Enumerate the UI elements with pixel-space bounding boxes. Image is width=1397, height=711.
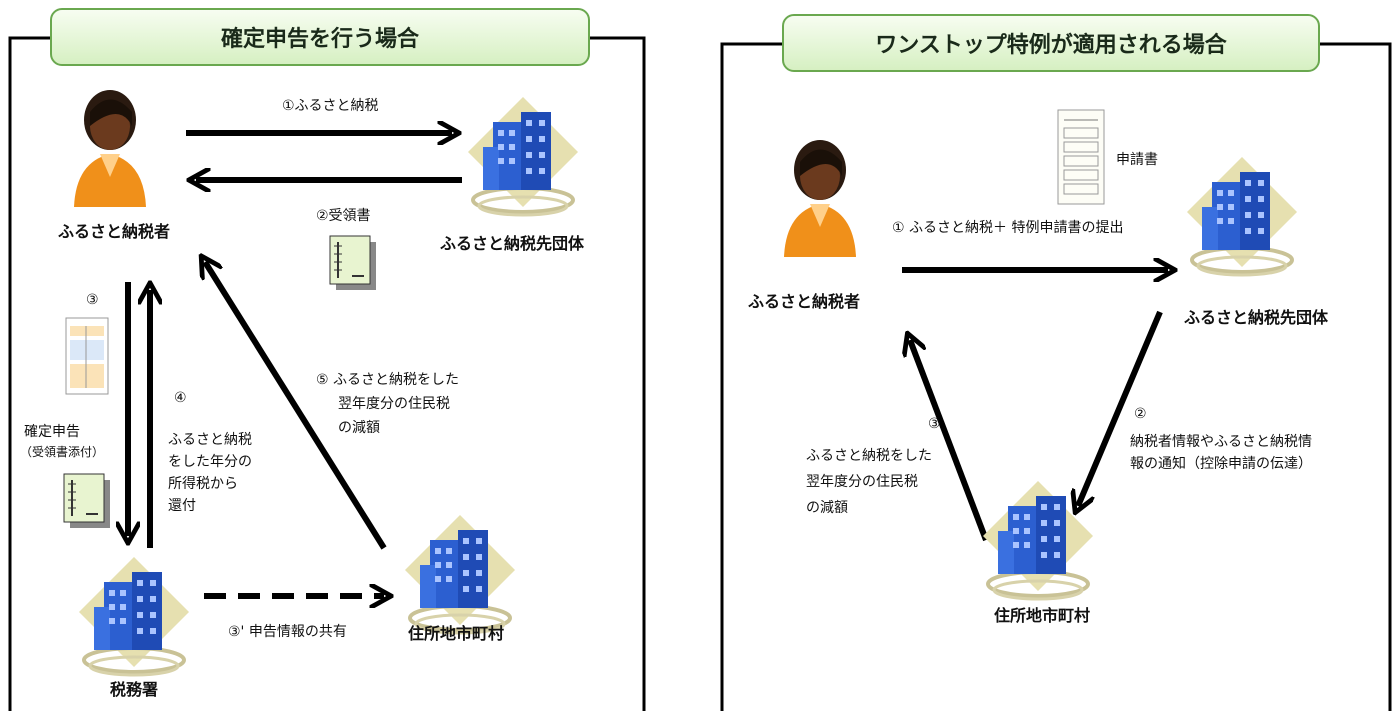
filing-receipt-document-icon: [63, 473, 111, 529]
step2-label: ②受領書: [316, 208, 371, 224]
step2-line-2-right: 報の通知（控除申請の伝達）: [1130, 456, 1312, 472]
taxpayer-label: ふるさと納税者: [58, 222, 171, 241]
step4-line-1: ふるさと納税: [168, 432, 252, 448]
step3-line-2-right: 翌年度分の住民税: [806, 474, 918, 490]
step1-label-right: ① ふるさと納税＋ 特例申請書の提出: [892, 220, 1124, 236]
step1-label: ①ふるさと納税: [282, 98, 379, 114]
step3-line-1: 確定申告: [24, 424, 80, 440]
tax-return-form-icon: [65, 317, 109, 395]
taxpayer-person-icon-right: [784, 140, 856, 257]
arrow-resident-tax-reduction: [205, 262, 387, 550]
step4-line-3: 所得税から: [168, 476, 238, 492]
step3b-label: ③' 申告情報の共有: [228, 624, 347, 640]
residence-city-label: 住所地市町村: [408, 624, 505, 643]
step5-line-1: ⑤ ふるさと納税をした: [316, 372, 460, 388]
tax-office-label: 税務署: [110, 680, 159, 699]
right-panel-title: ワンストップ特例が適用される場合: [782, 14, 1320, 72]
taxpayer-label-right: ふるさと納税者: [748, 292, 861, 311]
taxpayer-person-icon: [74, 90, 146, 207]
municipality-label-right: ふるさと納税先団体: [1184, 308, 1329, 327]
application-form-label: 申請書: [1116, 152, 1158, 168]
left-panel-title: 確定申告を行う場合: [50, 8, 590, 66]
step4-line-2: をした年分の: [168, 454, 252, 470]
step2-line-1-right: 納税者情報やふるさと納税情: [1130, 434, 1312, 450]
arrow-notification: [1078, 310, 1163, 506]
step5-line-2: 翌年度分の住民税: [338, 396, 450, 412]
municipality-building-icon: [466, 95, 580, 217]
arrow-resident-tax-reduction-right: [910, 340, 989, 542]
application-form-icon: [1057, 109, 1105, 205]
step3-line-3-right: の減額: [806, 500, 848, 516]
step3-line-1-right: ふるさと納税をした: [806, 448, 932, 464]
step3-number: ③: [86, 292, 99, 308]
residence-city-label-right: 住所地市町村: [994, 606, 1091, 625]
step4-number: ④: [174, 390, 187, 406]
residence-city-building-icon-right: [981, 479, 1095, 601]
step3-number-right: ③: [928, 416, 941, 432]
municipality-label: ふるさと納税先団体: [440, 234, 585, 253]
receipt-document-icon: [329, 235, 377, 291]
step3-line-2: （受領書添付）: [20, 445, 105, 459]
step2-number-right: ②: [1134, 406, 1147, 422]
municipality-building-icon-right: [1185, 155, 1299, 277]
tax-office-building-icon: [77, 555, 191, 677]
step5-line-3: の減額: [338, 420, 380, 436]
residence-city-building-icon: [403, 513, 517, 635]
step4-line-4: 還付: [168, 498, 196, 514]
